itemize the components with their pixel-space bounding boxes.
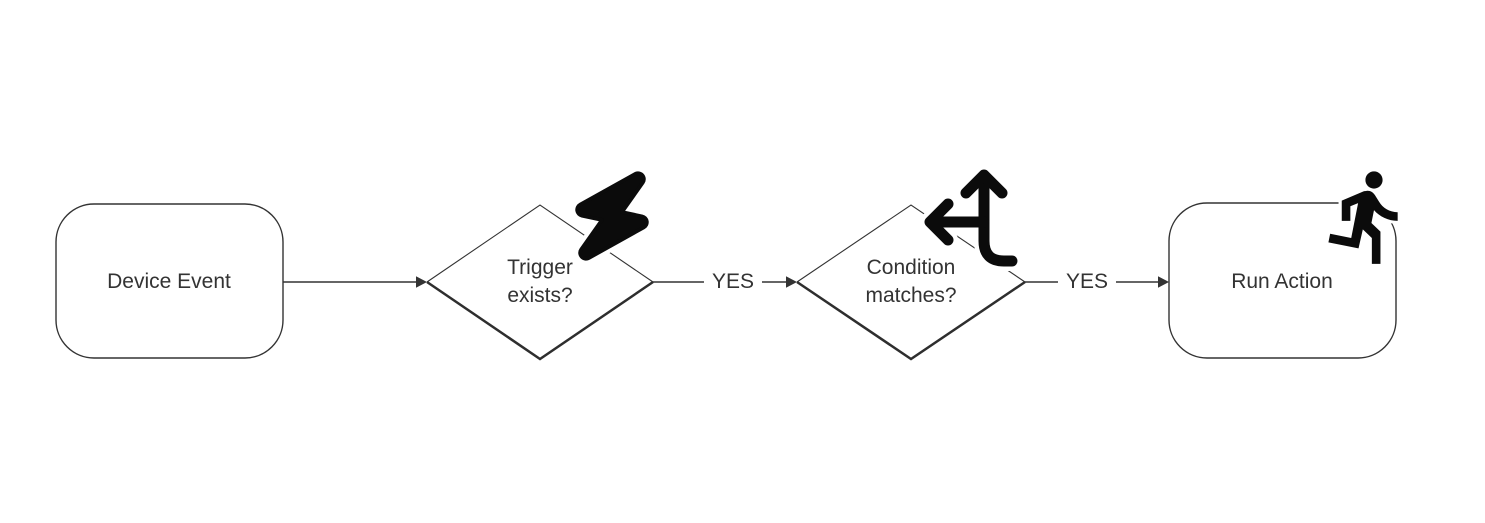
edge-device-event-to-trigger bbox=[283, 276, 427, 288]
edge-label-yes-2: YES bbox=[1057, 269, 1117, 295]
lightning-bolt-icon bbox=[571, 167, 653, 265]
diamond-top-edges bbox=[426, 204, 654, 283]
arrowhead-icon bbox=[416, 276, 427, 288]
diamond-bottom-edges bbox=[796, 280, 1026, 361]
node-run-action-label: Run Action bbox=[1231, 270, 1333, 293]
node-condition-matches-label: Condition matches? bbox=[865, 256, 957, 307]
node-trigger-exists-label: Trigger exists? bbox=[507, 256, 573, 307]
diamond-bottom-edges bbox=[426, 280, 654, 361]
arrowhead-icon bbox=[786, 276, 797, 288]
node-condition-matches-shape bbox=[796, 204, 1026, 361]
icon-glyph bbox=[575, 171, 649, 261]
icon-glyph bbox=[1328, 171, 1398, 264]
node-device-event-shape bbox=[55, 203, 284, 359]
split-arrows-icon bbox=[920, 165, 1022, 271]
arrowhead-icon bbox=[1158, 276, 1169, 288]
running-person-icon bbox=[1325, 168, 1401, 268]
edge-label-yes-1: YES bbox=[703, 269, 763, 295]
node-device-event-label: Device Event bbox=[107, 270, 231, 293]
icon-glyph bbox=[924, 169, 1018, 267]
